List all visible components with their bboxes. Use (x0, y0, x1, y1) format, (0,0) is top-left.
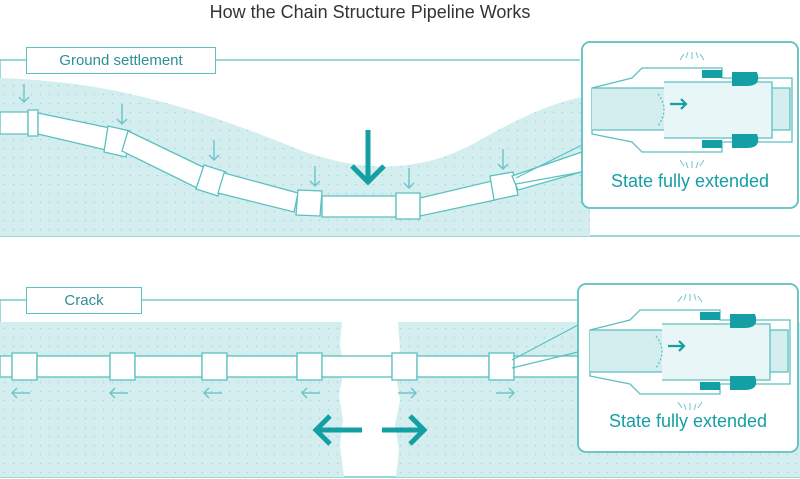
crack-big-arrow-right (382, 414, 428, 446)
joint-detail-callout-2: State fully extended (577, 283, 799, 453)
settlement-arrows (18, 84, 509, 190)
settlement-big-arrow (350, 130, 386, 186)
settled-pipeline (0, 109, 589, 220)
callout-text-2: State fully extended (609, 411, 767, 431)
panel-ground-settlement (0, 59, 800, 237)
label-crack: Crack (26, 287, 142, 314)
label-ground-settlement: Ground settlement (26, 47, 216, 74)
joint-detail-drawing-2 (589, 293, 791, 411)
ground-settled (0, 78, 590, 236)
ground-left (0, 322, 344, 477)
joint-detail-callout-1: State fully extended (581, 41, 799, 209)
diagram-title: How the Chain Structure Pipeline Works (209, 2, 531, 22)
crack-pipeline (0, 352, 581, 381)
callout-text-1: State fully extended (611, 171, 769, 191)
crack-big-arrow-left (312, 414, 362, 446)
joint-detail-drawing (591, 51, 793, 169)
crack-arrows (10, 387, 516, 399)
